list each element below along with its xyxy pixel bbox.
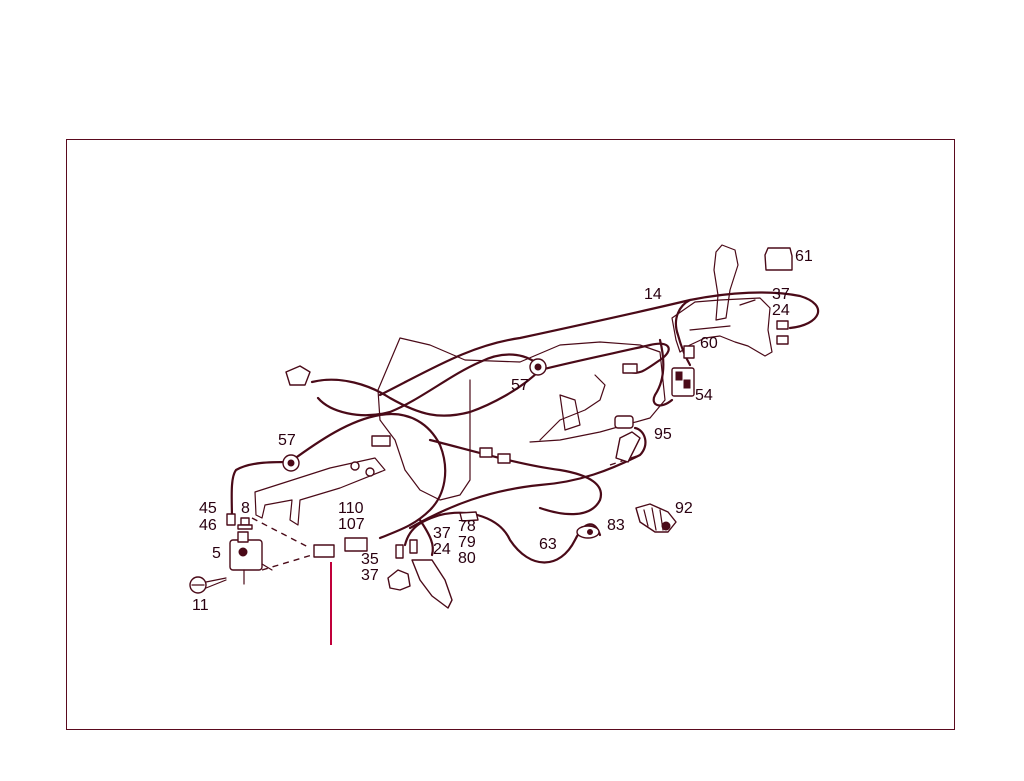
part-54-connector — [671, 367, 695, 397]
callout-37-lower: 37 — [433, 525, 451, 542]
callout-46: 46 — [199, 517, 217, 534]
part-78-79-80-connector — [459, 511, 479, 522]
bracket-plate — [254, 457, 386, 526]
callout-24-lower: 24 — [433, 541, 451, 558]
callout-54: 54 — [695, 387, 713, 404]
part-35-connector — [395, 544, 404, 559]
harness-wire-63 — [438, 511, 602, 564]
harness-wire-left-loop — [310, 368, 542, 417]
part-45-46-connector — [226, 513, 236, 526]
callout-110: 110 — [338, 500, 364, 517]
harness-wire-short — [403, 513, 442, 557]
callout-83: 83 — [607, 517, 625, 534]
callout-37: 37 — [772, 286, 790, 303]
callout-107: 107 — [338, 516, 365, 533]
callout-45: 45 — [199, 500, 217, 517]
callout-8: 8 — [241, 500, 250, 517]
part-110-107-connector-a — [313, 544, 335, 558]
callout-24: 24 — [772, 302, 790, 319]
part-11-screw — [189, 576, 227, 594]
part-5-switch — [229, 531, 273, 585]
callout-14: 14 — [644, 286, 662, 303]
part-83-sensor — [576, 525, 600, 539]
callout-11: 11 — [192, 597, 209, 614]
part-inline-connector-b — [479, 447, 493, 458]
diagram-frame — [66, 139, 955, 730]
harness-wire-lower — [408, 426, 647, 530]
callout-92: 92 — [675, 500, 693, 517]
harness-wire-main — [378, 291, 820, 397]
part-37-24-connector-a — [776, 320, 789, 330]
part-8-bolt — [237, 517, 253, 530]
callout-35: 35 — [361, 551, 379, 568]
harness-wire-right-run — [428, 438, 603, 516]
part-57-grommet-upper — [529, 358, 547, 376]
callout-80: 80 — [458, 550, 476, 567]
callout-60: 60 — [700, 335, 718, 352]
harness-wire-left-tail — [316, 353, 537, 417]
part-37-24-connector-c — [409, 539, 418, 554]
callout-63: 63 — [539, 536, 557, 553]
part-clips-center — [350, 435, 391, 477]
callout-95: 95 — [654, 426, 672, 443]
part-61-cap — [764, 247, 793, 271]
callout-57-left: 57 — [278, 432, 296, 449]
shift-lever — [713, 244, 739, 321]
part-95-sensor — [614, 415, 641, 463]
part-37-plug — [387, 569, 411, 591]
part-plug-left — [285, 365, 311, 386]
harness-wire-54 — [652, 338, 674, 407]
dashed-linkage — [261, 554, 313, 571]
part-60-connector — [683, 345, 695, 359]
callout-5: 5 — [212, 545, 221, 562]
callout-78: 78 — [458, 518, 476, 535]
part-inline-connector-a — [622, 363, 638, 374]
part-inline-connector-c — [497, 453, 511, 464]
part-110-107-connector-b — [344, 537, 368, 552]
callout-79: 79 — [458, 534, 476, 551]
part-cover-plate — [411, 559, 453, 609]
callout-61: 61 — [795, 248, 813, 265]
part-37-24-connector-b — [776, 335, 789, 345]
callout-57-upper: 57 — [511, 377, 529, 394]
harness-wire-left-branch — [230, 460, 292, 522]
transmission-housing — [377, 337, 666, 501]
part-57-grommet-left — [282, 454, 300, 472]
callout-37-plug: 37 — [361, 567, 379, 584]
harness-wire-upper — [538, 342, 670, 374]
part-92-boot — [635, 503, 677, 533]
